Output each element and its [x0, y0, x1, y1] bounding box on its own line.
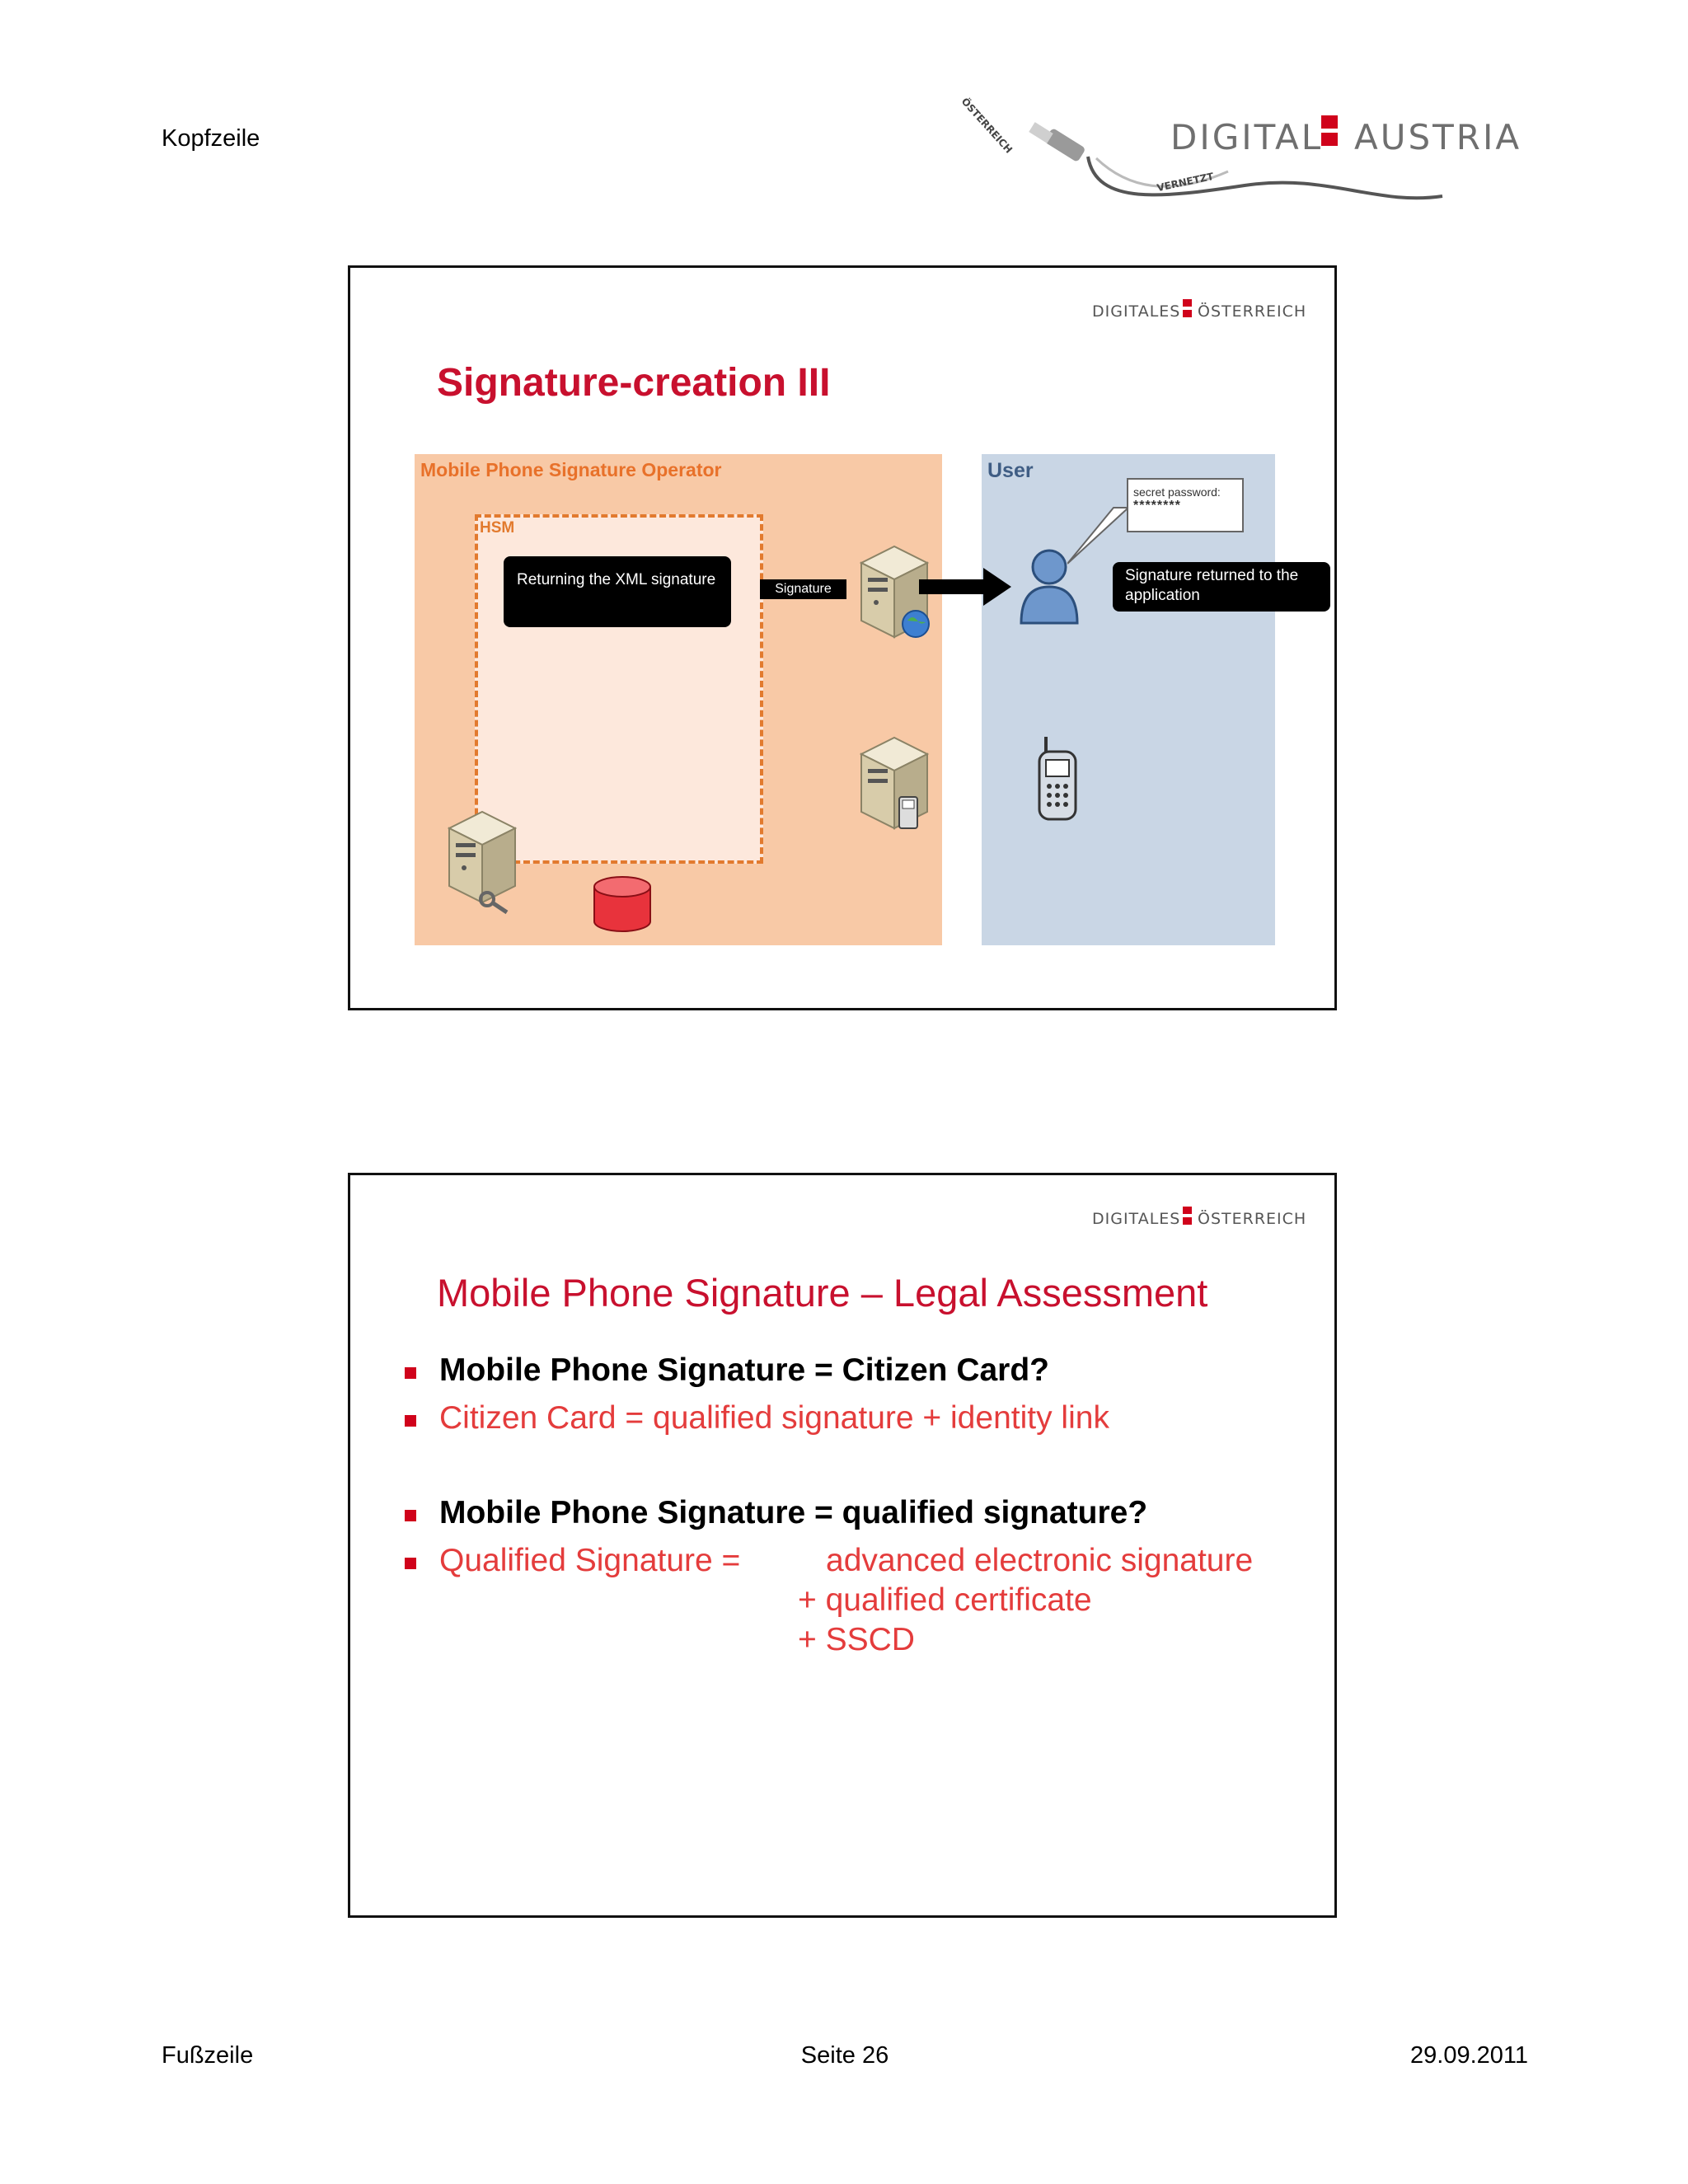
- server-phone-icon: [845, 729, 944, 837]
- signature-tag: Signature: [760, 579, 846, 599]
- user-icon: [1016, 544, 1082, 626]
- answer-1: Citizen Card = qualified signature + ide…: [439, 1400, 1109, 1436]
- signature-returned-bubble: Signature returned to the application: [1113, 562, 1330, 612]
- slide-signature-creation: DIGITALES ÖSTERREICH Signature-creation …: [348, 265, 1337, 1010]
- password-value: ********: [1133, 499, 1242, 513]
- brand-word-digital: DIGITAL: [1170, 117, 1323, 157]
- footer-page-number: Seite 26: [775, 2042, 915, 2069]
- footer-left: Fußzeile: [162, 2042, 253, 2069]
- returning-xml-bubble: Returning the XML signature: [504, 556, 731, 627]
- slide-logo-word2: ÖSTERREICH: [1198, 302, 1306, 321]
- slide-logo-mark: [1183, 1207, 1192, 1228]
- mobile-phone-icon: [1034, 733, 1084, 824]
- brand-red-mark: [1321, 115, 1338, 163]
- password-label: secret password:: [1133, 485, 1242, 499]
- bullet: [405, 1367, 416, 1379]
- slide-title: Signature-creation III: [437, 360, 830, 405]
- bullet: [405, 1415, 416, 1427]
- slide-logo-word1: DIGITALES: [1092, 1210, 1180, 1228]
- slide-logo-mark: [1183, 299, 1192, 321]
- password-bubble: secret password: ********: [1127, 478, 1244, 532]
- server-key-icon: [433, 804, 532, 919]
- question-1: Mobile Phone Signature = Citizen Card?: [439, 1352, 1049, 1389]
- hsm-label: HSM: [480, 519, 514, 537]
- slide-legal-assessment: DIGITALES ÖSTERREICH Mobile Phone Signat…: [348, 1173, 1337, 1918]
- digital-austria-logo: ÖSTERREICH VERNETZT DIGITAL AUSTRIA: [948, 74, 1558, 223]
- slide-logo: DIGITALES ÖSTERREICH: [1092, 1205, 1306, 1233]
- brand-word-austria: AUSTRIA: [1354, 117, 1522, 157]
- answer-2-term-3: + SSCD: [798, 1622, 915, 1658]
- operator-label: Mobile Phone Signature Operator: [420, 459, 721, 481]
- header-label: Kopfzeile: [162, 125, 260, 152]
- arrow-right-icon: [919, 566, 1014, 607]
- bullet: [405, 1510, 416, 1521]
- slide-logo-word1: DIGITALES: [1092, 302, 1180, 321]
- slide-title: Mobile Phone Signature – Legal Assessmen…: [437, 1270, 1207, 1315]
- answer-2-lead: Qualified Signature =: [439, 1543, 740, 1579]
- slide-logo: DIGITALES ÖSTERREICH: [1092, 298, 1306, 326]
- answer-2-term-2: + qualified certificate: [798, 1582, 1092, 1619]
- footer-date: 29.09.2011: [1319, 2042, 1528, 2069]
- bullet: [405, 1558, 416, 1569]
- user-label: User: [987, 459, 1034, 483]
- question-2: Mobile Phone Signature = qualified signa…: [439, 1495, 1147, 1531]
- database-icon: [589, 874, 655, 940]
- slide-logo-word2: ÖSTERREICH: [1198, 1210, 1306, 1228]
- answer-2-term-1: advanced electronic signature: [826, 1543, 1253, 1579]
